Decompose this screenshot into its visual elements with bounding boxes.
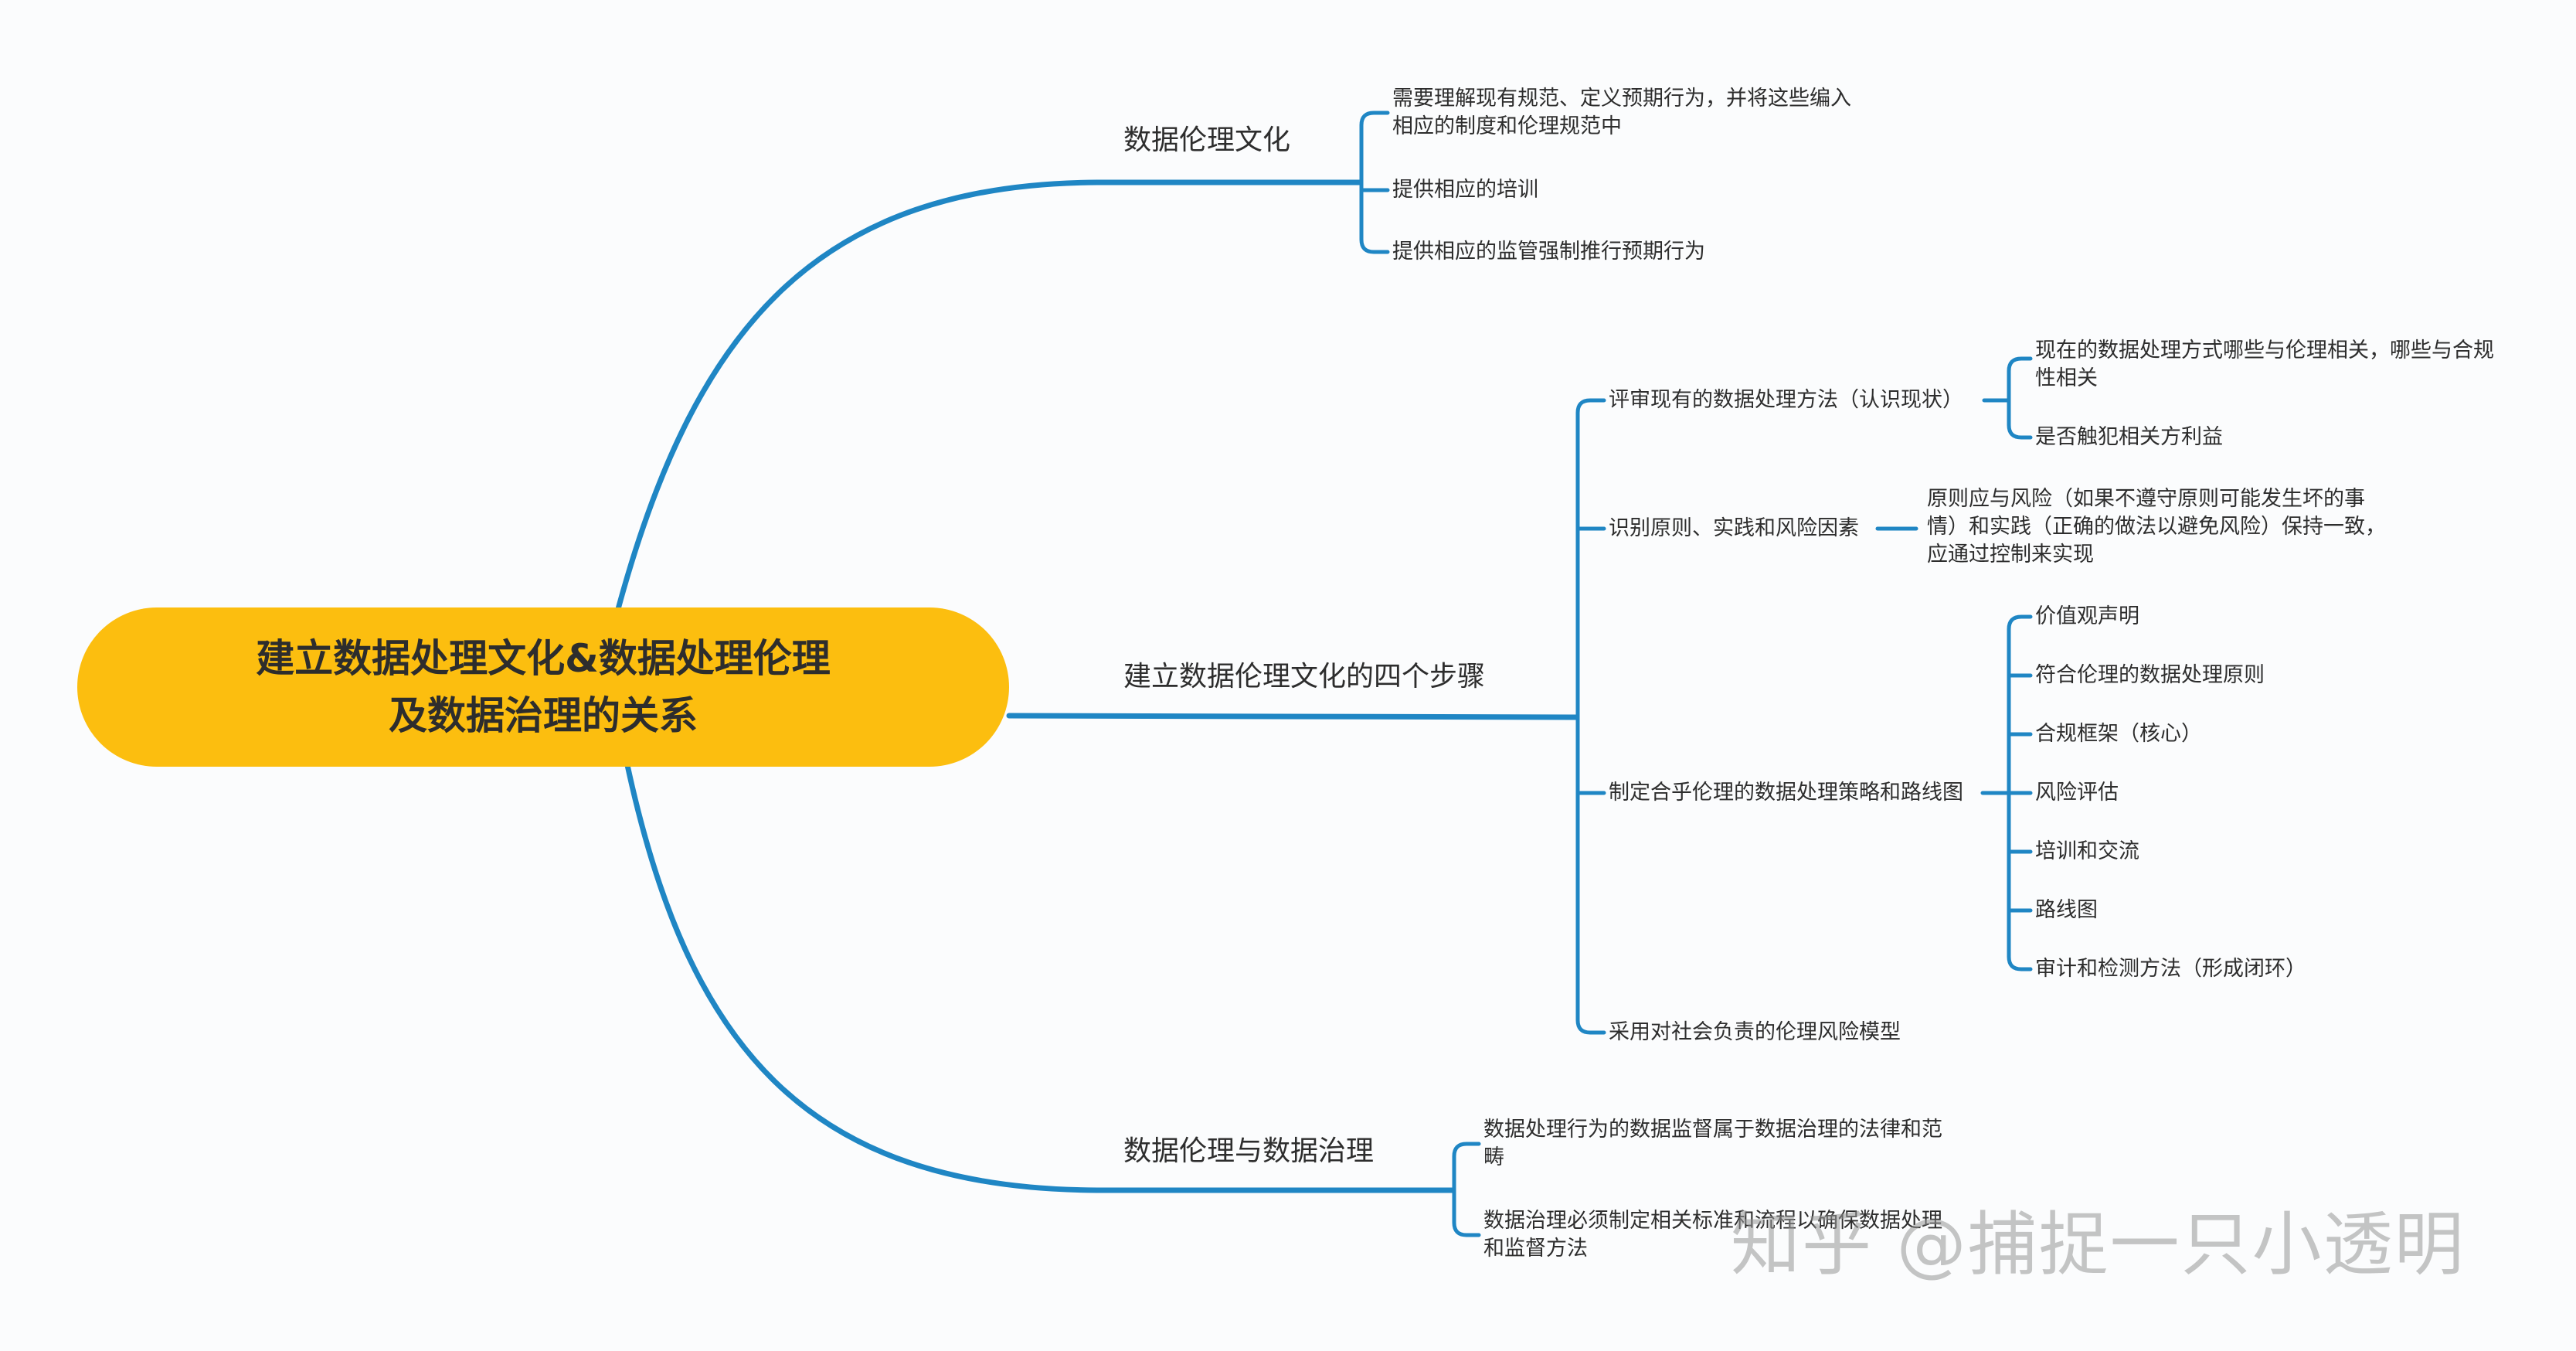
step1-item-1[interactable]: 现在的数据处理方式哪些与伦理相关，哪些与合规性相关 <box>2035 339 2494 390</box>
step3-item-training[interactable]: 培训和交流 <box>2035 839 2139 863</box>
connector-culture-bracket <box>1359 111 1390 254</box>
connector-step1-bracket <box>1982 356 2033 440</box>
step3-item-values[interactable]: 价值观声明 <box>2035 604 2139 628</box>
step3-item-compliance[interactable]: 合规框架（核心） <box>2035 722 2202 746</box>
root-title-line1: 建立数据处理文化&数据处理伦理 <box>256 636 831 681</box>
step-review-current-methods[interactable]: 评审现有的数据处理方法（认识现状） <box>1609 388 1963 412</box>
step-identify-principles[interactable]: 识别原则、实践和风险因素 <box>1609 516 1859 540</box>
step2-item-1[interactable]: 原则应与风险（如果不遵守原则可能发生坏的事情）和实践（正确的做法以避免风险）保持… <box>1927 487 2386 567</box>
branch-four-steps[interactable]: 建立数据伦理文化的四个步骤 <box>1123 661 1486 693</box>
culture-item-3[interactable]: 提供相应的监管强制推行预期行为 <box>1392 240 1705 264</box>
culture-item-1[interactable]: 需要理解现有规范、定义预期行为，并将这些编入相应的制度和伦理规范中 <box>1392 87 1851 138</box>
step-ethics-strategy-roadmap[interactable]: 制定合乎伦理的数据处理策略和路线图 <box>1609 781 1963 805</box>
connector-steps-bracket <box>1575 398 1606 1035</box>
governance-item-2[interactable]: 数据治理必须制定相关标准和流程以确保数据处理和监督方法 <box>1483 1209 1942 1261</box>
root-node[interactable]: 建立数据处理文化&数据处理伦理 及数据治理的关系 <box>77 607 1009 767</box>
connector-governance-bracket <box>1452 1142 1481 1237</box>
step3-item-risk[interactable]: 风险评估 <box>2035 781 2119 805</box>
governance-item-1[interactable]: 数据处理行为的数据监督属于数据治理的法律和范畴 <box>1483 1118 1942 1169</box>
root-title-line2: 及数据治理的关系 <box>389 693 698 738</box>
zhihu-watermark: 知乎 @捕捉一只小透明 <box>1731 1204 2466 1285</box>
connector-root-to-culture <box>615 179 1363 612</box>
step3-item-principles[interactable]: 符合伦理的数据处理原则 <box>2035 663 2265 687</box>
connector-root-to-governance <box>624 762 1456 1193</box>
branch-ethics-and-governance[interactable]: 数据伦理与数据治理 <box>1123 1135 1375 1167</box>
connector-step3-bracket <box>1980 614 2033 972</box>
step3-item-audit[interactable]: 审计和检测方法（形成闭环） <box>2035 957 2306 981</box>
step3-item-roadmap[interactable]: 路线图 <box>2035 898 2098 922</box>
step1-item-2[interactable]: 是否触犯相关方利益 <box>2035 425 2223 449</box>
culture-item-2[interactable]: 提供相应的培训 <box>1392 178 1538 202</box>
connector-root-to-steps <box>1006 713 1579 720</box>
branch-data-ethics-culture[interactable]: 数据伦理文化 <box>1123 124 1291 156</box>
step-social-risk-model[interactable]: 采用对社会负责的伦理风险模型 <box>1609 1020 1901 1044</box>
